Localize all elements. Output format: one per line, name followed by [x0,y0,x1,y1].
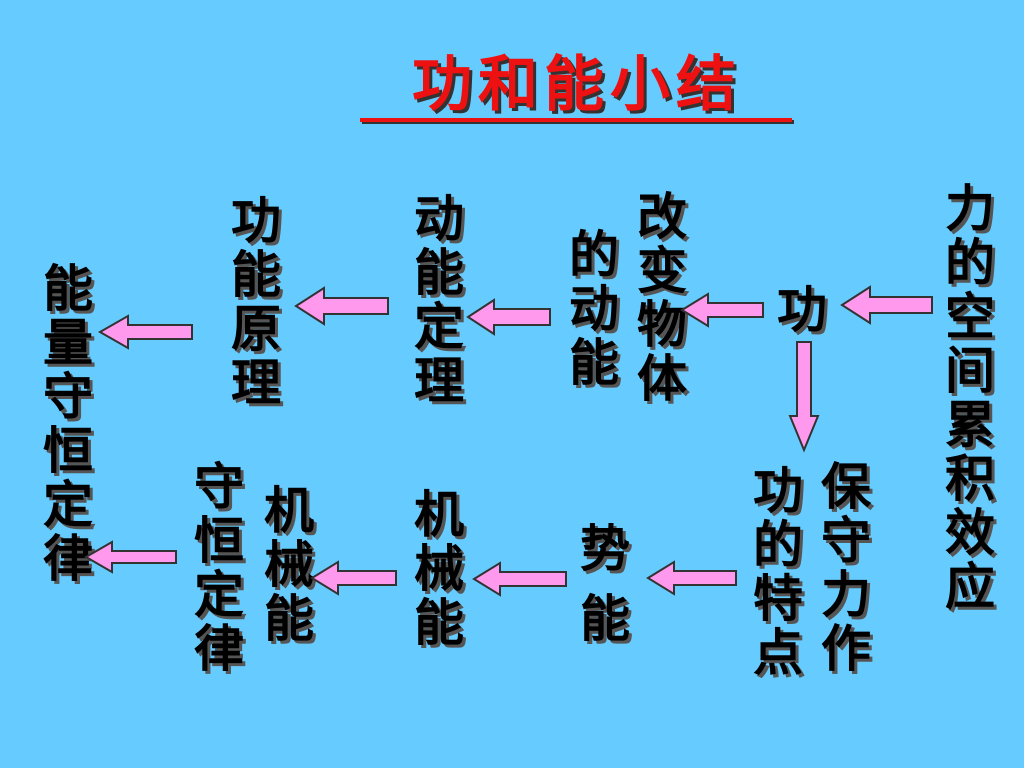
title-underline [360,118,792,122]
arrow-down-icon [788,341,820,453]
arrow-left-icon [83,540,177,574]
arrow-left-icon [97,314,193,350]
potential-energy-text-2: 能 [580,590,630,648]
work-text: 功 [777,281,827,339]
mechanical-energy-conservation-text: 机械能 [256,484,314,646]
change-kinetic-energy-text-2: 的动能 [561,228,619,390]
work-definition-text: 力的空间累积效应 [937,182,995,614]
conservative-force-work-text: 功的特点 [745,464,803,680]
arrow-left-icon [466,298,551,336]
energy-conservation-law-text: 能量守恒定律 [35,262,93,586]
arrow-left-icon [310,560,397,596]
potential-energy-text: 势 [580,520,630,578]
change-kinetic-energy-text: 改变物体 [629,190,687,406]
mechanical-energy-text: 机械能 [406,488,464,650]
slide-title: 功和能小结 [412,50,742,120]
arrow-left-icon [472,561,567,597]
mechanical-energy-conservation-text-2: 守恒定律 [186,460,244,676]
arrow-left-icon [840,285,933,325]
arrow-left-icon [294,286,389,326]
arrow-left-icon [680,292,764,328]
work-energy-principle-text: 功能原理 [223,194,281,410]
conservative-force-text: 保守力作 [813,460,871,676]
arrow-left-icon [646,560,737,596]
kinetic-energy-theorem-text: 动能定理 [406,192,464,408]
